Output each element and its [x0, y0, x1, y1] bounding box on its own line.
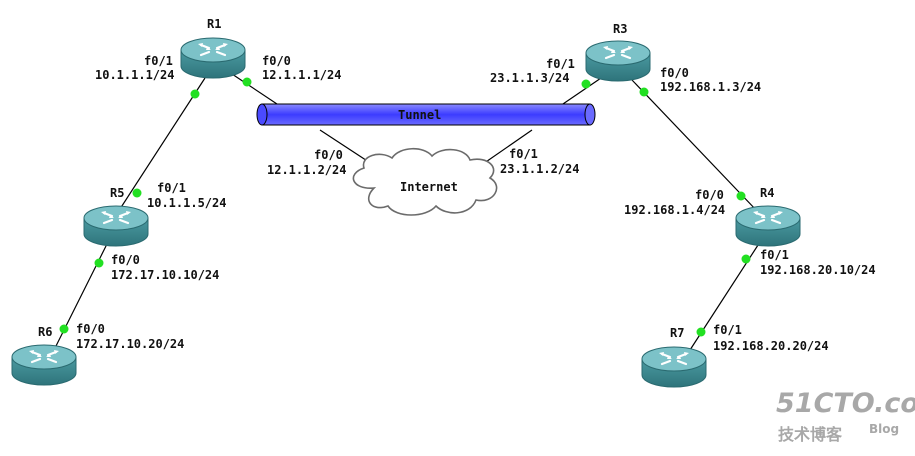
- iface-name-inet-right: f0/1: [509, 147, 538, 161]
- iface-ip-inet-right: 23.1.1.2/24: [500, 162, 579, 176]
- watermark-subtitle: 技术博客: [778, 425, 843, 444]
- iface-ip-r4-f01: 192.168.20.10/24: [760, 263, 876, 277]
- link-r1-tunnel: [231, 73, 281, 107]
- watermark-brand: 51CTO.com: [776, 388, 915, 419]
- router-r1[interactable]: R1: [179, 17, 247, 80]
- iface-ip-r3-f00: 192.168.1.3/24: [660, 80, 761, 94]
- iface-name-r1-f01: f0/1: [144, 54, 173, 68]
- watermark-blog: Blog: [869, 422, 899, 436]
- iface-name-r3-f00: f0/0: [660, 66, 689, 80]
- dot-r3-f01: [581, 79, 591, 89]
- iface-ip-r6-f00: 172.17.10.20/24: [76, 337, 184, 351]
- dot-r4-f00: [736, 191, 746, 201]
- iface-name-inet-left: f0/0: [314, 148, 343, 162]
- router-name-r5: R5: [110, 186, 124, 200]
- iface-ip-r1-f00: 12.1.1.1/24: [262, 68, 341, 82]
- link-r3-r4: [631, 79, 759, 213]
- interface-dots: [59, 77, 751, 337]
- iface-ip-r5-f01: 10.1.1.5/24: [147, 196, 226, 210]
- dot-r7-f01: [696, 327, 706, 337]
- tunnel-pipe[interactable]: Tunnel: [256, 103, 596, 126]
- router-name-r1: R1: [207, 17, 221, 31]
- link-r1-r5: [117, 77, 206, 213]
- internet-label: Internet: [400, 180, 458, 194]
- router-r3[interactable]: R3: [584, 22, 652, 83]
- iface-name-r5-f01: f0/1: [157, 181, 186, 195]
- iface-ip-r1-f01: 10.1.1.1/24: [95, 68, 174, 82]
- router-name-r3: R3: [613, 22, 627, 36]
- iface-name-r7-f01: f0/1: [713, 323, 742, 337]
- dot-r1-f01: [190, 89, 200, 99]
- dot-r4-f01: [741, 254, 751, 264]
- link-r3-tunnel: [559, 75, 605, 107]
- router-name-r7: R7: [670, 326, 684, 340]
- iface-name-r4-f00: f0/0: [695, 188, 724, 202]
- dot-r3-f00: [639, 87, 649, 97]
- internet-cloud[interactable]: Internet: [352, 147, 498, 216]
- router-r6[interactable]: R6: [10, 325, 78, 387]
- dot-r5-f00: [94, 258, 104, 268]
- router-name-r4: R4: [760, 186, 774, 200]
- iface-ip-r3-f01: 23.1.1.3/24: [490, 71, 569, 85]
- iface-name-r1-f00: f0/0: [262, 54, 291, 68]
- iface-ip-inet-left: 12.1.1.2/24: [267, 163, 346, 177]
- iface-ip-r4-f00: 192.168.1.4/24: [624, 203, 725, 217]
- iface-name-r6-f00: f0/0: [76, 322, 105, 336]
- tunnel-label: Tunnel: [398, 108, 441, 122]
- router-r5[interactable]: R5: [82, 186, 150, 248]
- router-r4[interactable]: R4: [734, 186, 802, 248]
- watermark: 51CTO.com 技术博客 Blog: [776, 388, 915, 444]
- interface-labels: f0/1 10.1.1.1/24 f0/0 12.1.1.1/24 f0/1 2…: [76, 54, 876, 353]
- iface-ip-r7-f01: 192.168.20.20/24: [713, 339, 829, 353]
- dot-r1-f00: [242, 77, 252, 87]
- router-name-r6: R6: [38, 325, 52, 339]
- dot-r5-f01: [132, 188, 142, 198]
- dot-r6-f00: [59, 324, 69, 334]
- iface-name-r3-f01: f0/1: [546, 57, 575, 71]
- iface-ip-r5-f00: 172.17.10.10/24: [111, 268, 219, 282]
- router-r7[interactable]: R7: [640, 326, 708, 389]
- link-internet-right: [479, 129, 533, 167]
- iface-name-r4-f01: f0/1: [760, 248, 789, 262]
- iface-name-r5-f00: f0/0: [111, 253, 140, 267]
